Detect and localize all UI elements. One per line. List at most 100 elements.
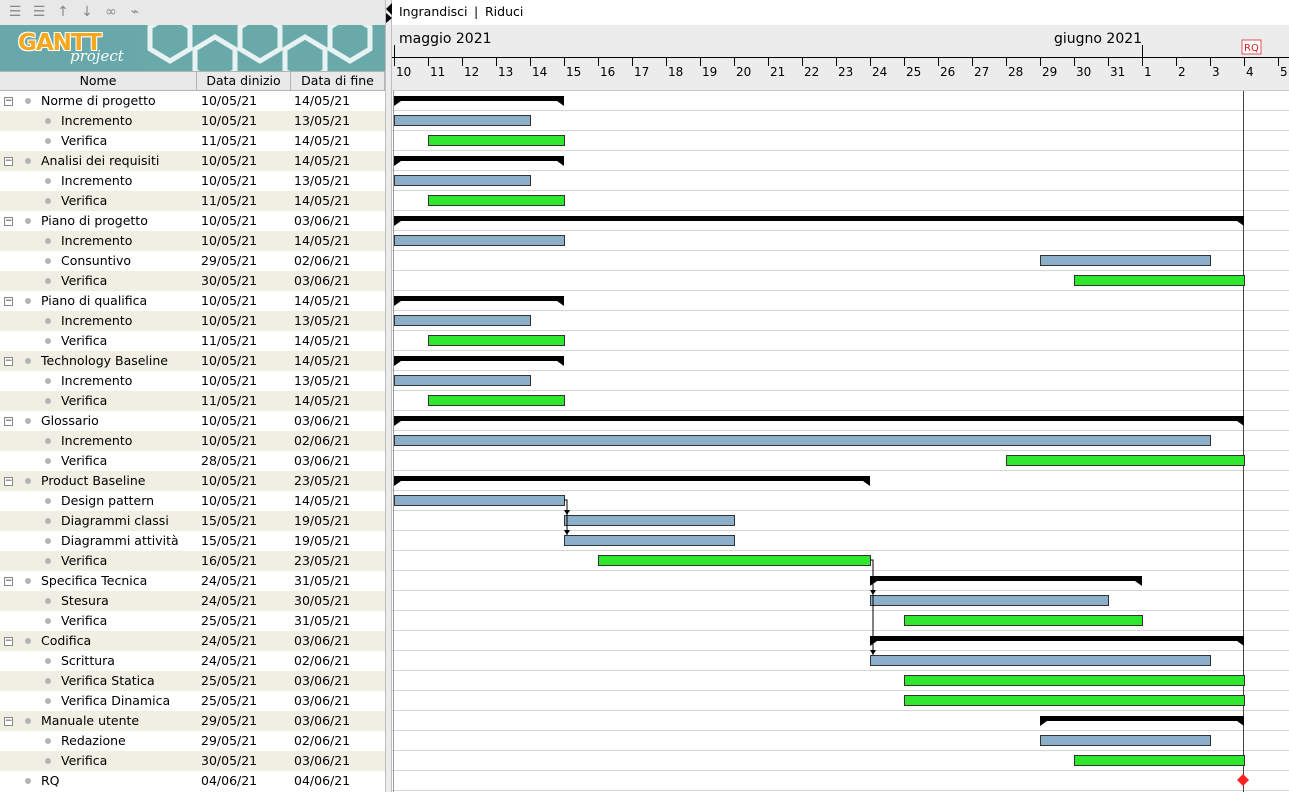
- task-end-date[interactable]: 13/05/21: [294, 113, 351, 128]
- task-start-date[interactable]: 10/05/21: [201, 113, 258, 128]
- task-end-date[interactable]: 14/05/21: [294, 353, 351, 368]
- task-end-date[interactable]: 14/05/21: [294, 393, 351, 408]
- arrow-up-icon[interactable]: ↑: [57, 4, 69, 20]
- task-end-date[interactable]: 03/06/21: [294, 753, 351, 768]
- task-start-date[interactable]: 29/05/21: [201, 253, 258, 268]
- task-name[interactable]: Glossario: [41, 413, 99, 428]
- collapse-toggle-icon[interactable]: −: [4, 416, 13, 426]
- task-start-date[interactable]: 10/05/21: [201, 313, 258, 328]
- task-start-date[interactable]: 11/05/21: [201, 193, 258, 208]
- task-start-date[interactable]: 10/05/21: [201, 413, 258, 428]
- column-header-end[interactable]: Data di fine: [291, 72, 385, 90]
- task-start-date[interactable]: 24/05/21: [201, 573, 258, 588]
- task-end-date[interactable]: 13/05/21: [294, 173, 351, 188]
- task-name[interactable]: Consuntivo: [61, 253, 132, 268]
- task-start-date[interactable]: 10/05/21: [201, 493, 258, 508]
- task-name[interactable]: Verifica: [61, 753, 108, 768]
- task-end-date[interactable]: 02/06/21: [294, 733, 351, 748]
- task-start-date[interactable]: 11/05/21: [201, 393, 258, 408]
- task-end-date[interactable]: 14/05/21: [294, 493, 351, 508]
- task-name[interactable]: Piano di qualifica: [41, 293, 148, 308]
- task-end-date[interactable]: 23/05/21: [294, 473, 351, 488]
- task-name[interactable]: Incremento: [61, 233, 133, 248]
- task-start-date[interactable]: 10/05/21: [201, 93, 258, 108]
- task-start-date[interactable]: 24/05/21: [201, 633, 258, 648]
- task-end-date[interactable]: 03/06/21: [294, 633, 351, 648]
- arrow-down-icon[interactable]: ↓: [81, 4, 93, 20]
- task-name[interactable]: Verifica: [61, 273, 108, 288]
- task-name[interactable]: Design pattern: [61, 493, 155, 508]
- panel-splitter[interactable]: [385, 0, 392, 792]
- task-name[interactable]: Incremento: [61, 113, 133, 128]
- task-name[interactable]: Verifica Dinamica: [61, 693, 171, 708]
- collapse-toggle-icon[interactable]: −: [4, 216, 13, 226]
- task-row[interactable]: Design pattern 10/05/21 14/05/21: [0, 491, 385, 511]
- task-name[interactable]: Incremento: [61, 173, 133, 188]
- task-name[interactable]: Diagrammi classi: [61, 513, 169, 528]
- task-name[interactable]: Codifica: [41, 633, 92, 648]
- task-end-date[interactable]: 19/05/21: [294, 513, 351, 528]
- task-name[interactable]: Scrittura: [61, 653, 115, 668]
- task-end-date[interactable]: 02/06/21: [294, 253, 351, 268]
- collapse-toggle-icon[interactable]: −: [4, 576, 13, 586]
- task-end-date[interactable]: 04/06/21: [294, 773, 351, 788]
- collapse-toggle-icon[interactable]: −: [4, 296, 13, 306]
- task-name[interactable]: Incremento: [61, 373, 133, 388]
- task-name[interactable]: Stesura: [61, 593, 109, 608]
- task-name[interactable]: Norme di progetto: [41, 93, 156, 108]
- task-name[interactable]: Incremento: [61, 313, 133, 328]
- task-end-date[interactable]: 03/06/21: [294, 413, 351, 428]
- task-row[interactable]: Consuntivo 29/05/21 02/06/21: [0, 251, 385, 271]
- task-row[interactable]: Incremento 10/05/21 13/05/21: [0, 111, 385, 131]
- task-end-date[interactable]: 02/06/21: [294, 653, 351, 668]
- task-start-date[interactable]: 10/05/21: [201, 433, 258, 448]
- task-start-date[interactable]: 10/05/21: [201, 173, 258, 188]
- collapse-toggle-icon[interactable]: −: [4, 96, 13, 106]
- task-row[interactable]: Verifica 30/05/21 03/06/21: [0, 271, 385, 291]
- task-end-date[interactable]: 03/06/21: [294, 673, 351, 688]
- task-start-date[interactable]: 16/05/21: [201, 553, 258, 568]
- zoom-out-link[interactable]: Riduci: [485, 4, 524, 19]
- task-row[interactable]: Scrittura 24/05/21 02/06/21: [0, 651, 385, 671]
- task-end-date[interactable]: 13/05/21: [294, 373, 351, 388]
- task-start-date[interactable]: 30/05/21: [201, 273, 258, 288]
- task-start-date[interactable]: 10/05/21: [201, 233, 258, 248]
- task-end-date[interactable]: 03/06/21: [294, 693, 351, 708]
- unlink-icon[interactable]: ⌁: [130, 4, 140, 20]
- task-start-date[interactable]: 10/05/21: [201, 293, 258, 308]
- task-end-date[interactable]: 14/05/21: [294, 193, 351, 208]
- indent-left-icon[interactable]: ☰: [8, 4, 22, 20]
- task-name[interactable]: Redazione: [61, 733, 126, 748]
- task-start-date[interactable]: 11/05/21: [201, 333, 258, 348]
- task-start-date[interactable]: 30/05/21: [201, 753, 258, 768]
- task-start-date[interactable]: 28/05/21: [201, 453, 258, 468]
- task-end-date[interactable]: 03/06/21: [294, 273, 351, 288]
- task-end-date[interactable]: 14/05/21: [294, 333, 351, 348]
- task-name[interactable]: Manuale utente: [41, 713, 140, 728]
- task-start-date[interactable]: 10/05/21: [201, 213, 258, 228]
- task-start-date[interactable]: 25/05/21: [201, 613, 258, 628]
- task-row[interactable]: Verifica 11/05/21 14/05/21: [0, 191, 385, 211]
- collapse-toggle-icon[interactable]: −: [4, 636, 13, 646]
- task-name[interactable]: Verifica: [61, 193, 108, 208]
- task-end-date[interactable]: 14/05/21: [294, 93, 351, 108]
- task-end-date[interactable]: 03/06/21: [294, 713, 351, 728]
- indent-right-icon[interactable]: ☰: [32, 4, 46, 20]
- task-name[interactable]: Technology Baseline: [41, 353, 168, 368]
- task-start-date[interactable]: 24/05/21: [201, 653, 258, 668]
- zoom-in-link[interactable]: Ingrandisci: [399, 4, 468, 19]
